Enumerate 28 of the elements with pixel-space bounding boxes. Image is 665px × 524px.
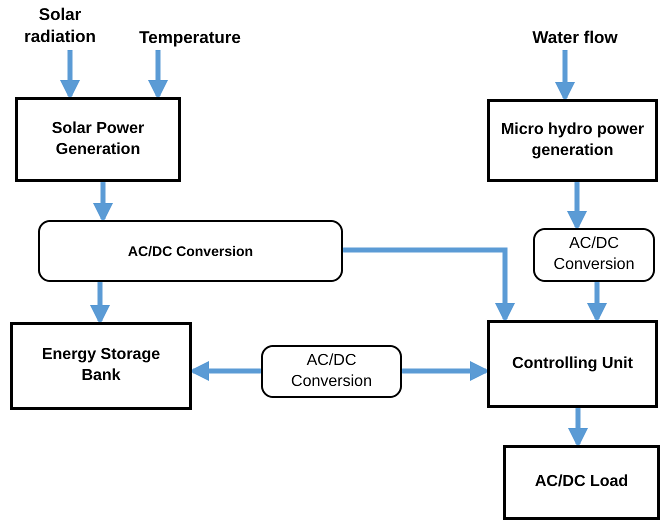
node-label: Temperature (139, 26, 241, 49)
process-box (10, 322, 192, 410)
node-label: Solar radiation (23, 4, 97, 48)
node-label: AC/DC Conversion (552, 234, 636, 275)
process-box (503, 445, 660, 520)
node-label: Water flow (532, 26, 618, 49)
conversion-box (533, 228, 655, 282)
process-box (487, 99, 658, 182)
node-label: AC/DC Conversion (290, 350, 373, 392)
arrow (567, 182, 587, 231)
arrow (148, 50, 168, 100)
arrow (343, 248, 515, 323)
node-label: Micro hydro power generation (500, 120, 646, 160)
node-label: AC/DC Load (534, 472, 628, 492)
arrow (587, 282, 607, 323)
arrow (90, 282, 110, 325)
arrow (60, 50, 80, 100)
conversion-box (38, 220, 343, 282)
arrow (555, 50, 575, 102)
node-label: AC/DC Conversion (128, 242, 254, 260)
conversion-box (261, 345, 402, 398)
process-box (487, 320, 658, 408)
node-label: Solar Power Generation (50, 118, 146, 160)
arrow (93, 182, 113, 223)
arrow (568, 408, 588, 448)
process-box (15, 97, 181, 182)
node-label: Controlling Unit (512, 354, 633, 374)
node-label: Energy Storage Bank (40, 345, 162, 386)
